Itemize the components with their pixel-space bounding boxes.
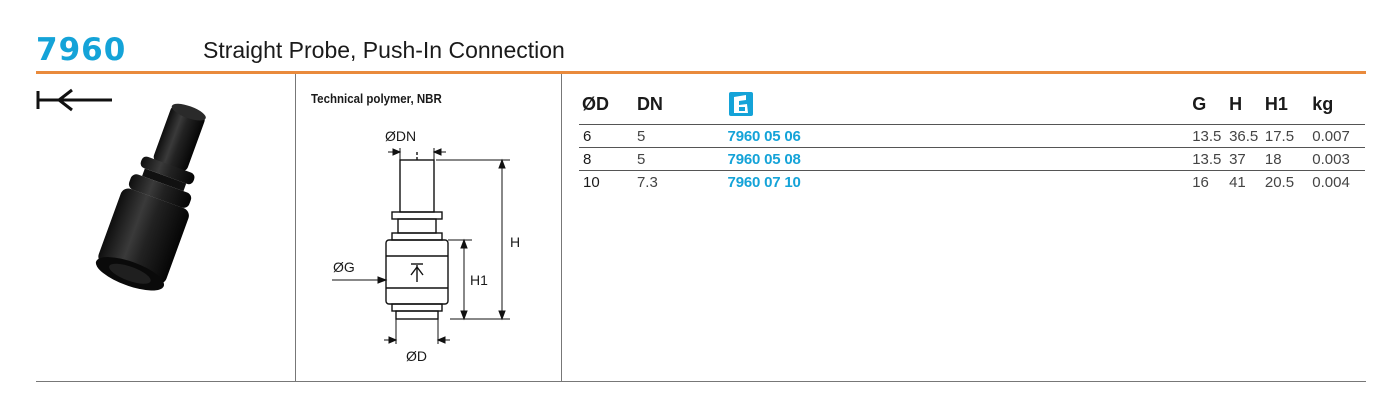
cell-article-link[interactable]: 7960 05 08 (727, 147, 1193, 171)
cell-h: 36.5 (1229, 124, 1265, 148)
dim-label-od: ØD (406, 348, 427, 364)
column-divider-left (295, 74, 296, 381)
spec-table: ØD DN G H H1 kg 6 5 7960 05 06 13.5 36.5… (579, 84, 1365, 193)
col-header-h1: H1 (1264, 93, 1288, 114)
col-header-dn: DN (636, 93, 663, 114)
col-header-h: H (1229, 93, 1243, 114)
catalog-icon (728, 92, 753, 116)
cell-g: 16 (1192, 173, 1209, 191)
cell-kg: 0.004 (1312, 173, 1350, 191)
cell-g: 13.5 (1192, 124, 1230, 148)
table-row: 10 7.3 7960 07 10 16 41 20.5 0.004 (579, 171, 1365, 194)
cell-g: 13.5 (1192, 147, 1230, 171)
cell-kg: 0.007 (1312, 124, 1365, 148)
cell-dn: 5 (636, 147, 728, 171)
cell-article-link[interactable]: 7960 05 06 (727, 124, 1193, 148)
cell-article-link[interactable]: 7960 07 10 (727, 173, 801, 191)
cell-h1: 18 (1264, 147, 1313, 171)
dim-label-h: H (510, 234, 520, 250)
cell-h1: 17.5 (1264, 124, 1313, 148)
product-photo (95, 103, 206, 291)
cell-od: 10 (583, 173, 600, 191)
col-header-g: G (1192, 93, 1207, 114)
col-header-catalog (728, 84, 1193, 125)
col-header-kg: kg (1312, 93, 1334, 114)
cell-h: 37 (1229, 147, 1265, 171)
cell-od: 8 (579, 147, 637, 171)
cell-h1: 20.5 (1264, 173, 1295, 191)
col-header-od: ØD (582, 93, 609, 114)
cell-dn: 5 (636, 124, 728, 148)
column-divider-right (561, 74, 562, 381)
cell-h: 41 (1229, 173, 1246, 191)
technical-drawing: ØDN H H1 ØG ØD (332, 128, 520, 364)
product-title: Straight Probe, Push-In Connection (203, 37, 565, 63)
table-row: 8 5 7960 05 08 13.5 37 18 0.003 (579, 147, 1365, 171)
header-divider (36, 71, 1366, 74)
table-row: 6 5 7960 05 06 13.5 36.5 17.5 0.007 (579, 124, 1365, 148)
dim-label-odn: ØDN (385, 128, 416, 144)
dim-label-h1: H1 (470, 272, 488, 288)
table-header-row: ØD DN G H H1 kg (579, 84, 1365, 125)
footer-divider (36, 381, 1366, 382)
cell-kg: 0.003 (1312, 147, 1365, 171)
push-in-arrow-icon (36, 88, 112, 112)
page-header: 7960 Straight Probe, Push-In Connection (36, 28, 1366, 72)
cell-od: 6 (579, 124, 637, 148)
material-text: Technical polymer, NBR (311, 92, 442, 106)
product-code: 7960 (36, 32, 127, 68)
dim-label-og: ØG (333, 259, 355, 275)
cell-dn: 7.3 (636, 173, 658, 191)
